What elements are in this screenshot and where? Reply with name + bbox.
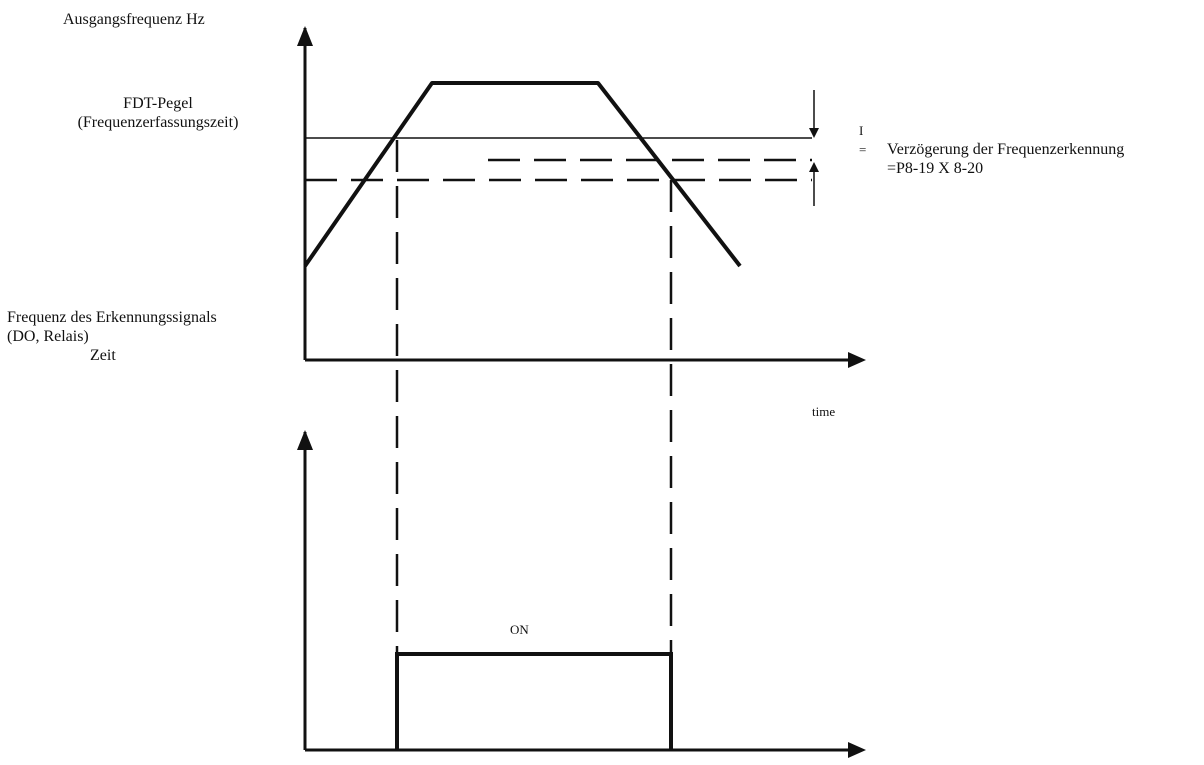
x-axis-time-label: time [812, 404, 836, 419]
hysteresis-arrow-bottom-head [809, 162, 819, 172]
top-chart [297, 26, 866, 368]
bottom-y-axis-arrow [297, 430, 313, 450]
top-x-axis-arrow [848, 352, 866, 368]
hysteresis-symbol-top: I [859, 123, 864, 138]
bottom-x-axis-arrow [848, 742, 866, 758]
hysteresis-label-line1: Verzögerung der Frequenzerkennung [887, 141, 1125, 158]
fdt-level-label-line2: (Frequenzerfassungszeit) [77, 114, 239, 131]
hysteresis-symbol-bottom: = [859, 142, 867, 157]
bottom-chart [297, 430, 866, 758]
fdt-level-label: FDT-Pegel (Frequenzerfassungszeit) [38, 94, 278, 132]
signal-label: Frequenz des Erkennungssignals (DO, Rela… [7, 308, 217, 365]
on-label: ON [510, 622, 529, 637]
drop-lines [395, 140, 673, 655]
signal-label-line2: (DO, Relais) [7, 328, 89, 345]
y-axis-label: Ausgangsfrequenz Hz [63, 11, 205, 28]
hysteresis-label: Verzögerung der Frequenzerkennung =P8-19… [887, 140, 1124, 178]
fdt-level-label-line1: FDT-Pegel [123, 95, 193, 112]
signal-label-line1: Frequenz des Erkennungssignals [7, 309, 217, 326]
signal-label-line3: Zeit [90, 347, 116, 364]
output-frequency-curve [303, 81, 742, 268]
hysteresis-arrow-top-head [809, 128, 819, 138]
hysteresis-label-line2: =P8-19 X 8-20 [887, 160, 984, 177]
detection-signal-pulse [395, 652, 673, 750]
top-y-axis-arrow [297, 26, 313, 46]
